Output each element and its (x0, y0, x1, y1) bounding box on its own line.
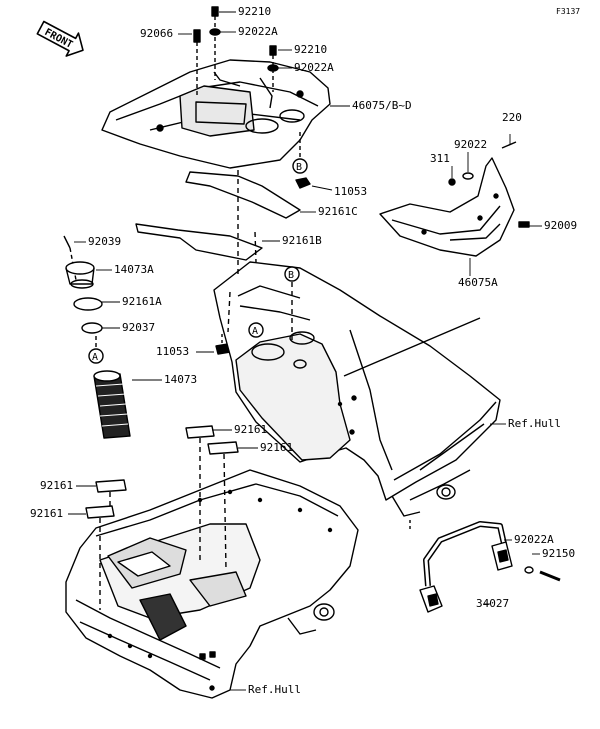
pad-92161-d (85, 505, 115, 519)
bolt-92066 (193, 29, 201, 43)
pad-92161-a (185, 425, 215, 439)
gasket-92161a (73, 297, 103, 311)
circle-marker-b-top: B (292, 158, 308, 174)
circle-marker-b-deck: B (284, 266, 300, 282)
part-label-92066: 92066 (140, 27, 174, 40)
part-label-92039: 92039 (88, 235, 122, 248)
gasket-92161c (185, 171, 301, 219)
bolt-92210-top (211, 6, 219, 17)
part-label-92161-b: 92161 (260, 441, 294, 454)
part-label-311: 311 (430, 152, 450, 165)
pad-92161-c (95, 479, 127, 493)
part-label-92161-c: 92161 (40, 479, 74, 492)
part-label-92022: 92022 (454, 138, 488, 151)
pad-92161-b (207, 441, 239, 455)
deck-upper-hull (213, 261, 501, 532)
part-label-46075a: 46075A (458, 276, 498, 289)
part-label-34027: 34027 (476, 597, 510, 610)
hose-14073 (93, 370, 131, 439)
part-label-220: 220 (502, 111, 522, 124)
part-label-14073a: 14073A (114, 263, 154, 276)
bolt-92009 (518, 221, 530, 228)
part-label-92161-a: 92161 (234, 423, 268, 436)
side-cover-46075a (379, 157, 515, 257)
gasket-92161b (135, 223, 263, 261)
svg-text:A: A (92, 352, 98, 363)
part-label-92009: 92009 (544, 219, 578, 232)
ref-hull-label-bottom: Ref.Hull (248, 683, 301, 696)
part-label-14073: 14073 (164, 373, 198, 386)
front-arrow-icon: FRONT (36, 20, 84, 57)
washer-92022 (462, 172, 474, 180)
part-label-92210-mid: 92210 (294, 43, 328, 56)
figure-code: F3137 (556, 7, 581, 16)
part-label-92161c: 92161C (318, 205, 358, 218)
ref-hull-label-right: Ref.Hull (508, 417, 561, 430)
nut-311 (448, 178, 456, 186)
part-label-92210-top: 92210 (238, 5, 272, 18)
clamp-92039 (63, 235, 71, 249)
circle-marker-a-hose: A (88, 348, 104, 364)
part-label-92022a-top: 92022A (238, 25, 278, 38)
bolt-92210-mid (269, 45, 277, 56)
part-label-92161a: 92161A (122, 295, 162, 308)
part-label-92022a-mid: 92022A (294, 61, 334, 74)
bolt-92150 (539, 570, 561, 582)
ring-92037 (81, 322, 103, 334)
clip-11053-top (295, 177, 311, 189)
handle-34027 (419, 521, 513, 613)
svg-text:A: A (252, 326, 258, 337)
svg-text:B: B (288, 270, 294, 281)
washer-92022a-bottom (524, 566, 534, 574)
part-label-92150: 92150 (542, 547, 576, 560)
part-label-11053-top: 11053 (334, 185, 368, 198)
svg-text:B: B (296, 162, 302, 173)
filler-neck-14073a (65, 261, 95, 289)
lower-hull (65, 469, 359, 699)
storage-cover-top (101, 59, 331, 169)
part-label-92022a-bottom: 92022A (514, 533, 554, 546)
part-label-92161b: 92161B (282, 234, 322, 247)
part-label-92037: 92037 (122, 321, 156, 334)
part-label-92161-d: 92161 (30, 507, 64, 520)
part-label-11053-mid: 11053 (156, 345, 190, 358)
part-label-46075bd: 46075/B~D (352, 99, 412, 112)
screw-220 (501, 141, 517, 149)
circle-marker-a-deck: A (248, 322, 264, 338)
